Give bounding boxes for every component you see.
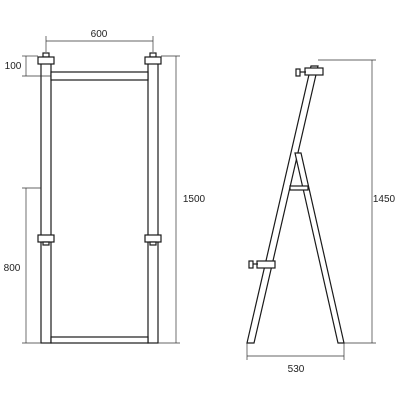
side-back-leg [294, 152, 345, 344]
dim-front-clamp-height: 800 [4, 187, 41, 344]
front-top-crossbar [50, 71, 149, 81]
side-view: 1450 530 [246, 59, 396, 375]
front-right-clamp [144, 234, 162, 246]
dim-front-clamp-height-label: 800 [4, 263, 21, 274]
front-view: 600 100 1500 800 [4, 29, 206, 344]
side-hinge-bar [289, 185, 309, 191]
dim-front-top-offset-label: 100 [5, 61, 22, 72]
dim-side-base-label: 530 [288, 364, 305, 375]
side-top-clamp [295, 67, 324, 77]
dim-front-top-offset: 100 [5, 55, 51, 77]
dim-front-height: 1500 [158, 55, 206, 344]
dim-side-height-label: 1450 [373, 194, 396, 205]
front-right-leg [147, 59, 159, 344]
side-lower-clamp [248, 260, 276, 269]
dim-side-base: 530 [246, 343, 345, 375]
dim-front-width-label: 600 [91, 29, 108, 40]
front-left-leg [40, 59, 52, 344]
front-bottom-crossbar [50, 336, 149, 344]
dim-front-height-label: 1500 [183, 194, 206, 205]
front-left-clamp [37, 234, 55, 246]
front-right-top-cap [144, 52, 162, 65]
side-front-leg [246, 65, 319, 344]
dim-front-width: 600 [45, 29, 154, 52]
front-left-top-cap [37, 52, 55, 65]
dim-side-height: 1450 [318, 59, 396, 344]
